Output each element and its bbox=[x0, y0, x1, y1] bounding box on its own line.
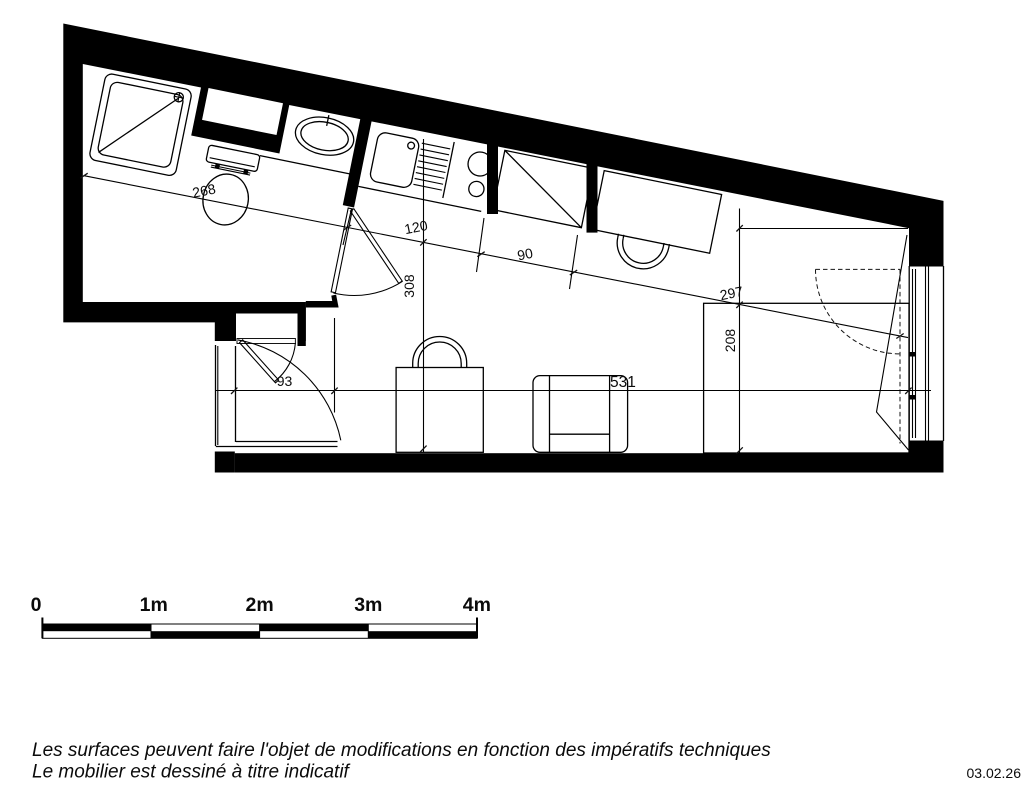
svg-text:120: 120 bbox=[403, 217, 429, 237]
svg-text:308: 308 bbox=[401, 274, 417, 298]
svg-text:93: 93 bbox=[277, 373, 293, 389]
svg-text:2m: 2m bbox=[246, 594, 274, 616]
svg-text:297: 297 bbox=[718, 283, 744, 303]
svg-text:03.02.26: 03.02.26 bbox=[967, 765, 1022, 781]
svg-text:531: 531 bbox=[610, 374, 636, 391]
svg-text:Les surfaces peuvent faire l'o: Les surfaces peuvent faire l'objet de mo… bbox=[32, 740, 771, 761]
svg-text:1m: 1m bbox=[140, 594, 168, 616]
svg-text:0: 0 bbox=[31, 594, 42, 616]
svg-text:Le mobilier est dessiné à titr: Le mobilier est dessiné à titre indicati… bbox=[32, 762, 351, 783]
svg-text:268: 268 bbox=[191, 180, 217, 200]
svg-text:90: 90 bbox=[516, 245, 535, 264]
svg-text:3m: 3m bbox=[354, 594, 382, 616]
svg-text:4m: 4m bbox=[463, 594, 491, 616]
svg-text:208: 208 bbox=[722, 329, 738, 353]
